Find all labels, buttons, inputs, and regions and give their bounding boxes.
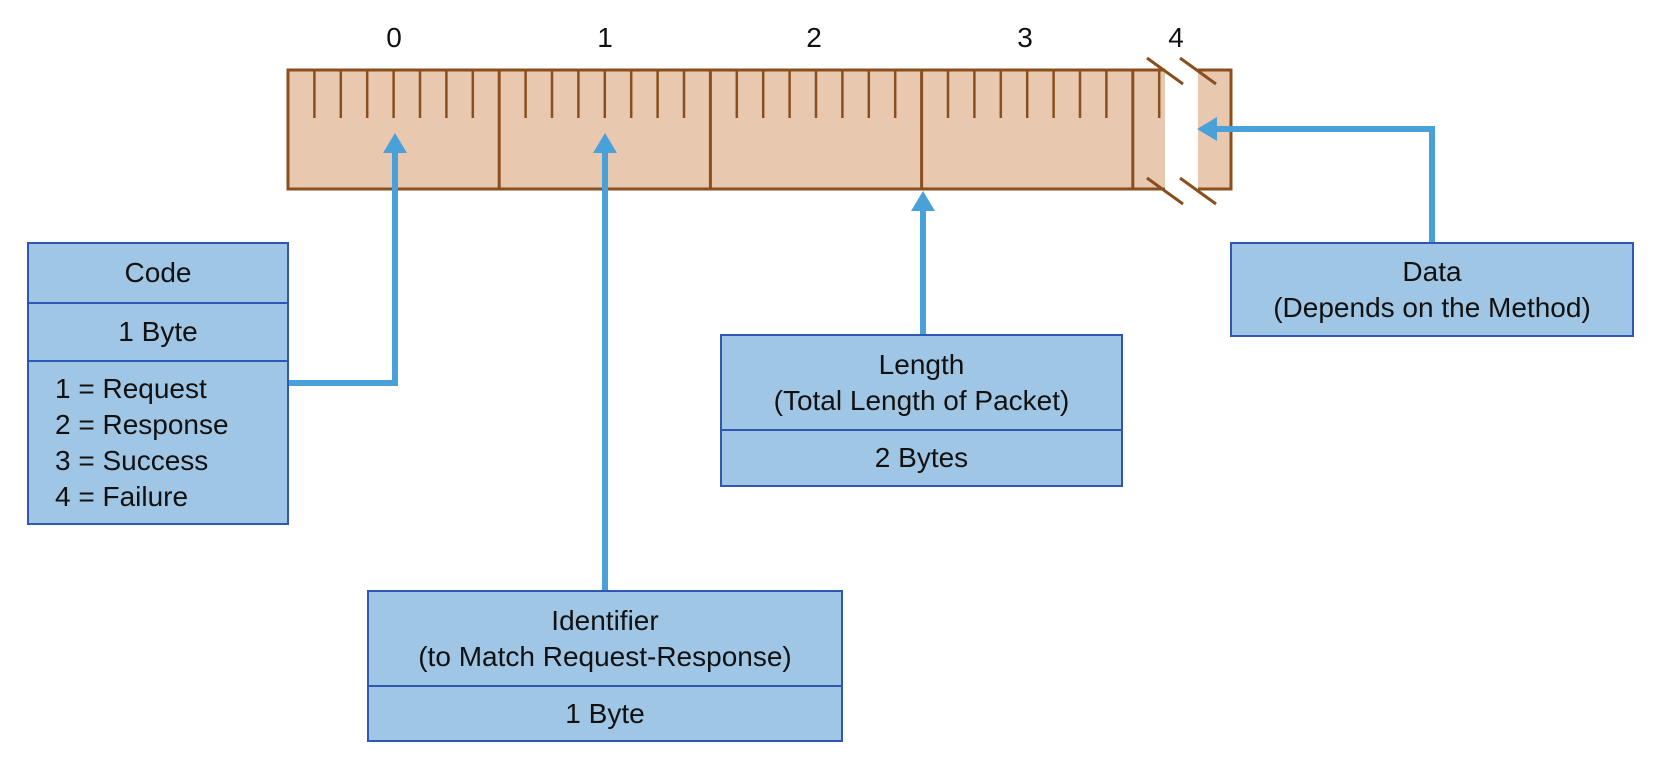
data-connector	[1212, 126, 1435, 242]
code-field-box: Code 1 Byte 1 = Request 2 = Response 3 =…	[27, 242, 289, 525]
data-arrowhead	[1197, 117, 1217, 141]
length-size-text: 2 Bytes	[874, 442, 969, 473]
data-subtitle-text: (Depends on the Method)	[1273, 291, 1591, 323]
ruler-break-mark	[1179, 176, 1217, 206]
code-arrowhead	[383, 133, 407, 153]
ruler-break-mark	[1146, 176, 1184, 206]
byte-label-4: 4	[1168, 22, 1184, 53]
code-value-item: 2 = Response	[55, 409, 229, 440]
identifier-arrowhead	[593, 133, 617, 153]
code-size-text: 1 Byte	[118, 316, 198, 347]
code-size: 1 Byte	[29, 302, 287, 360]
code-title-text: Code	[124, 257, 192, 288]
data-title-text: Data	[1402, 255, 1462, 287]
length-title-text: Length	[878, 348, 965, 380]
length-arrowhead	[911, 191, 935, 211]
length-field-box: Length (Total Length of Packet) 2 Bytes	[720, 334, 1123, 487]
code-values: 1 = Request 2 = Response 3 = Success 4 =…	[29, 360, 287, 523]
data-field-box: Data (Depends on the Method)	[1230, 242, 1634, 337]
ruler-ticks	[313, 70, 1161, 189]
length-size: 2 Bytes	[722, 429, 1121, 485]
identifier-size: 1 Byte	[369, 685, 841, 740]
byte-label-1: 1	[597, 22, 613, 53]
arrowheads	[383, 117, 1217, 211]
connectors	[289, 126, 1435, 590]
identifier-field-box: Identifier (to Match Request-Response) 1…	[367, 590, 843, 742]
identifier-size-text: 1 Byte	[565, 697, 645, 729]
code-value-item: 3 = Success	[55, 445, 209, 476]
identifier-title: Identifier (to Match Request-Response)	[369, 592, 841, 685]
code-title: Code	[29, 244, 287, 302]
identifier-subtitle-text: (to Match Request-Response)	[418, 640, 792, 672]
length-subtitle-text: (Total Length of Packet)	[773, 384, 1070, 416]
code-value-item: 4 = Failure	[55, 481, 189, 512]
length-title: Length (Total Length of Packet)	[722, 336, 1121, 429]
data-title: Data (Depends on the Method)	[1232, 244, 1632, 335]
byte-label-3: 3	[1017, 22, 1033, 53]
ruler-break-gap	[1165, 68, 1198, 191]
byte-label-0: 0	[386, 22, 402, 53]
byte-ruler	[286, 56, 1233, 206]
code-connector	[289, 150, 398, 386]
ruler-break-mark	[1146, 56, 1184, 86]
ruler-break-mark	[1179, 56, 1217, 86]
identifier-title-text: Identifier	[551, 604, 659, 636]
ruler-body	[286, 68, 1233, 191]
byte-label-2: 2	[806, 22, 822, 53]
code-value-item: 1 = Request	[55, 373, 207, 404]
